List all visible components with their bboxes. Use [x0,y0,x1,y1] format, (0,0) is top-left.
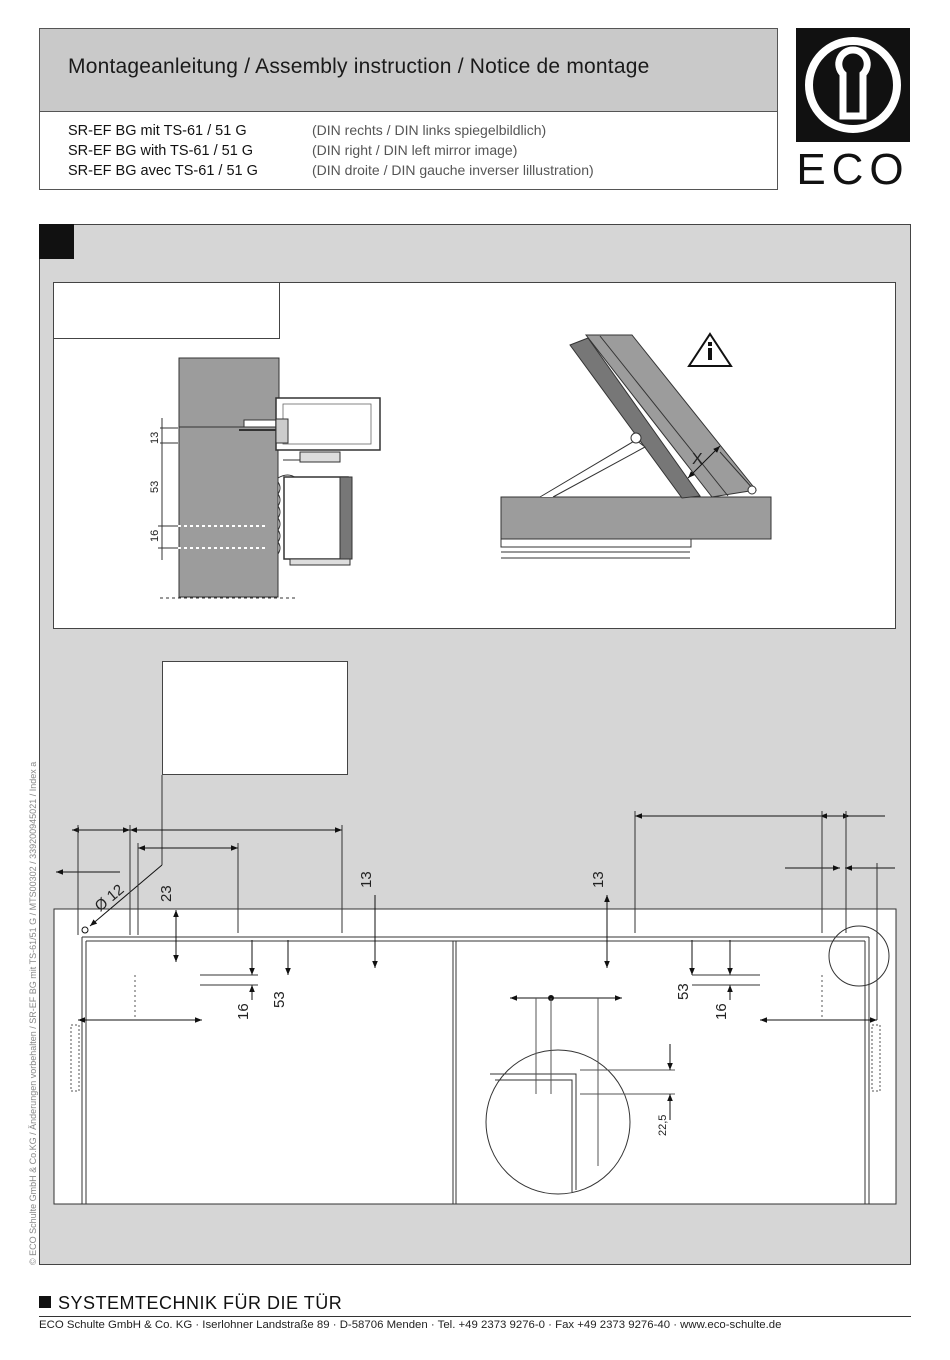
detail-label-box [53,282,280,339]
dim-label: 53 [149,481,161,493]
footer-rule [39,1316,911,1317]
page-title: Montageanleitung / Assembly instruction … [68,55,650,78]
dim-label: 13 [358,871,375,888]
product-line-de: SR-EF BG mit TS-61 / 51 G [68,123,247,139]
hole-detail-circle [828,925,890,987]
logo-wordmark: ECO [796,145,910,194]
dim-label: 16 [149,530,161,542]
step-marker [39,224,74,259]
title-band: Montageanleitung / Assembly instruction … [40,29,777,112]
arm-distance-label: X [692,451,703,468]
arm-angle-detail: X [500,332,772,559]
dim-label: 53 [271,991,288,1008]
mounting-template: Ø 12 23 13 16 53 13 [53,775,897,1205]
footer-address: ECO Schulte GmbH & Co. KG · Iserlohner L… [39,1319,782,1331]
dim-label: 13 [590,871,607,888]
dim-label: 23 [158,885,175,902]
rail-profile [275,397,381,451]
door-leaf-section [178,426,279,598]
section-detail: 13 53 16 [149,357,381,599]
din-note-en: (DIN right / DIN left mirror image) [312,142,518,158]
product-line-en: SR-EF BG with TS-61 / 51 G [68,143,254,159]
dim-label: 16 [713,1003,730,1020]
copyright-sidebar: © ECO Schulte GmbH & Co.KG / Änderungen … [28,761,38,1265]
template-body [53,908,897,1205]
product-line-fr: SR-EF BG avec TS-61 / 51 G [68,163,258,179]
magnified-detail-circle [485,1049,631,1195]
closer-body [283,476,349,560]
dim-label: 13 [149,432,161,444]
dim-label: 16 [235,1003,252,1020]
header-box: Montageanleitung / Assembly instruction … [39,28,778,190]
info-warning-icon [687,332,733,367]
din-note-fr: (DIN droite / DIN gauche inverser lillus… [312,162,594,178]
footer-tagline: SYSTEMTECHNIK FÜR DIE TÜR [39,1293,342,1314]
dim-label: 53 [675,983,692,1000]
din-note-de: (DIN rechts / DIN links spiegelbildlich) [312,122,547,138]
dim-label: 22,5 [657,1115,669,1136]
note-box [162,661,348,775]
eco-cylinder-lock-logo [796,28,910,142]
tagline-text: SYSTEMTECHNIK FÜR DIE TÜR [58,1293,343,1313]
